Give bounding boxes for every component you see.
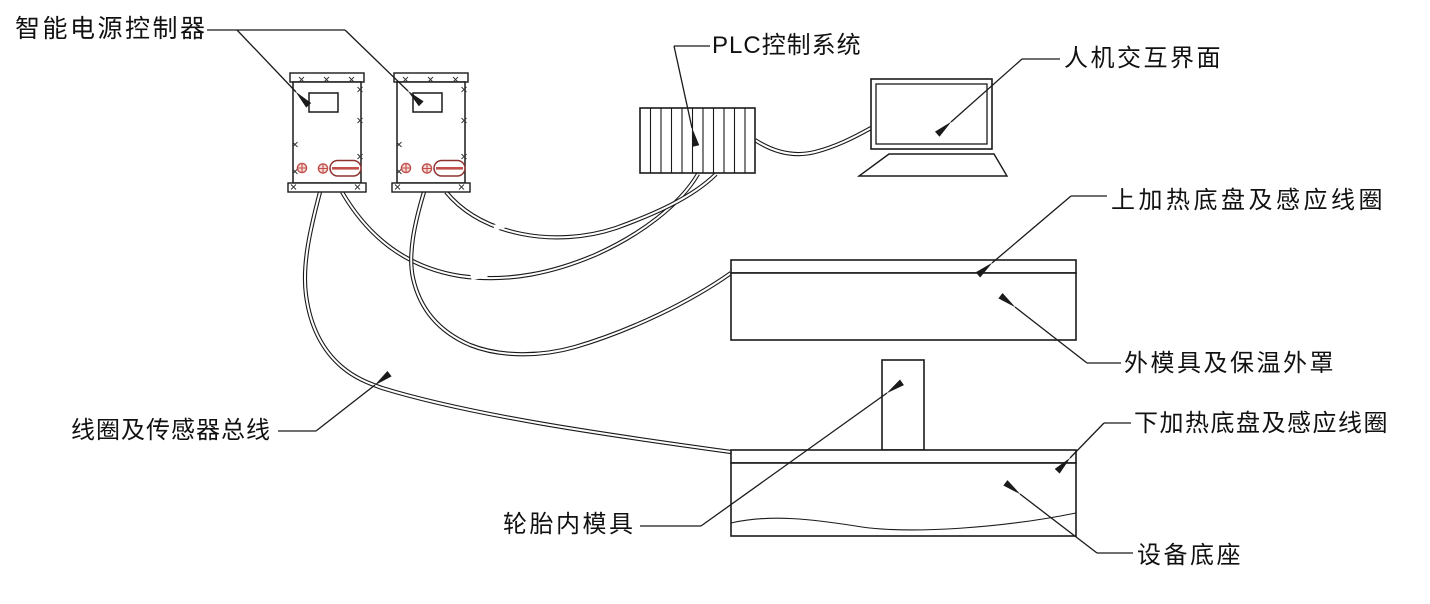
cable-break-mark (470, 271, 488, 281)
power-controller-2 (390, 71, 472, 194)
leader-power-controller (207, 29, 424, 108)
leader-outer-mold (998, 293, 1121, 364)
equipment-base (730, 462, 1077, 537)
label-hmi: 人机交互界面 (1064, 45, 1223, 72)
leader-lower-heating (1054, 422, 1131, 474)
leader-hmi (934, 58, 1060, 137)
leader-tire-inner-mold (640, 379, 904, 527)
label-outer-mold: 外模具及保温外罩 (1124, 350, 1336, 377)
cable-break-mark (493, 220, 511, 231)
plc-unit (639, 107, 756, 174)
base-break-wave (730, 512, 1077, 531)
label-lower-heating-plate: 下加热底盘及感应线圈 (1134, 410, 1389, 437)
cable-plc-to-laptop (753, 126, 873, 157)
leader-equipment-base (1003, 480, 1133, 554)
outer-mold-box (730, 272, 1077, 341)
label-plc-system: PLC控制系统 (712, 32, 862, 59)
cable-controller1-to-plc (340, 172, 700, 281)
label-upper-heating-plate: 上加热底盘及感应线圈 (1111, 187, 1386, 214)
leader-coil-sensor-bus (278, 371, 392, 432)
label-coil-sensor-bus: 线圈及传感器总线 (71, 417, 271, 444)
upper-heating-plate (730, 259, 1077, 274)
laptop-keyboard-base (856, 153, 1009, 177)
label-tire-inner-mold: 轮胎内模具 (503, 511, 636, 538)
cable-controller2-to-upper-coil (409, 191, 733, 357)
leader-plc-system (673, 45, 710, 147)
lower-heating-plate (730, 449, 1077, 464)
label-equipment-base: 设备底座 (1137, 542, 1243, 569)
laptop-screen-inner (875, 83, 988, 145)
cable-controller2-to-plc (444, 172, 718, 240)
tire-inner-mold (881, 359, 925, 451)
cable-controller1-to-lower-coil (302, 191, 732, 455)
leader-upper-heating (975, 195, 1107, 278)
power-controller-1 (286, 71, 368, 194)
laptop (856, 78, 1009, 177)
label-power-controller: 智能电源控制器 (15, 15, 208, 43)
